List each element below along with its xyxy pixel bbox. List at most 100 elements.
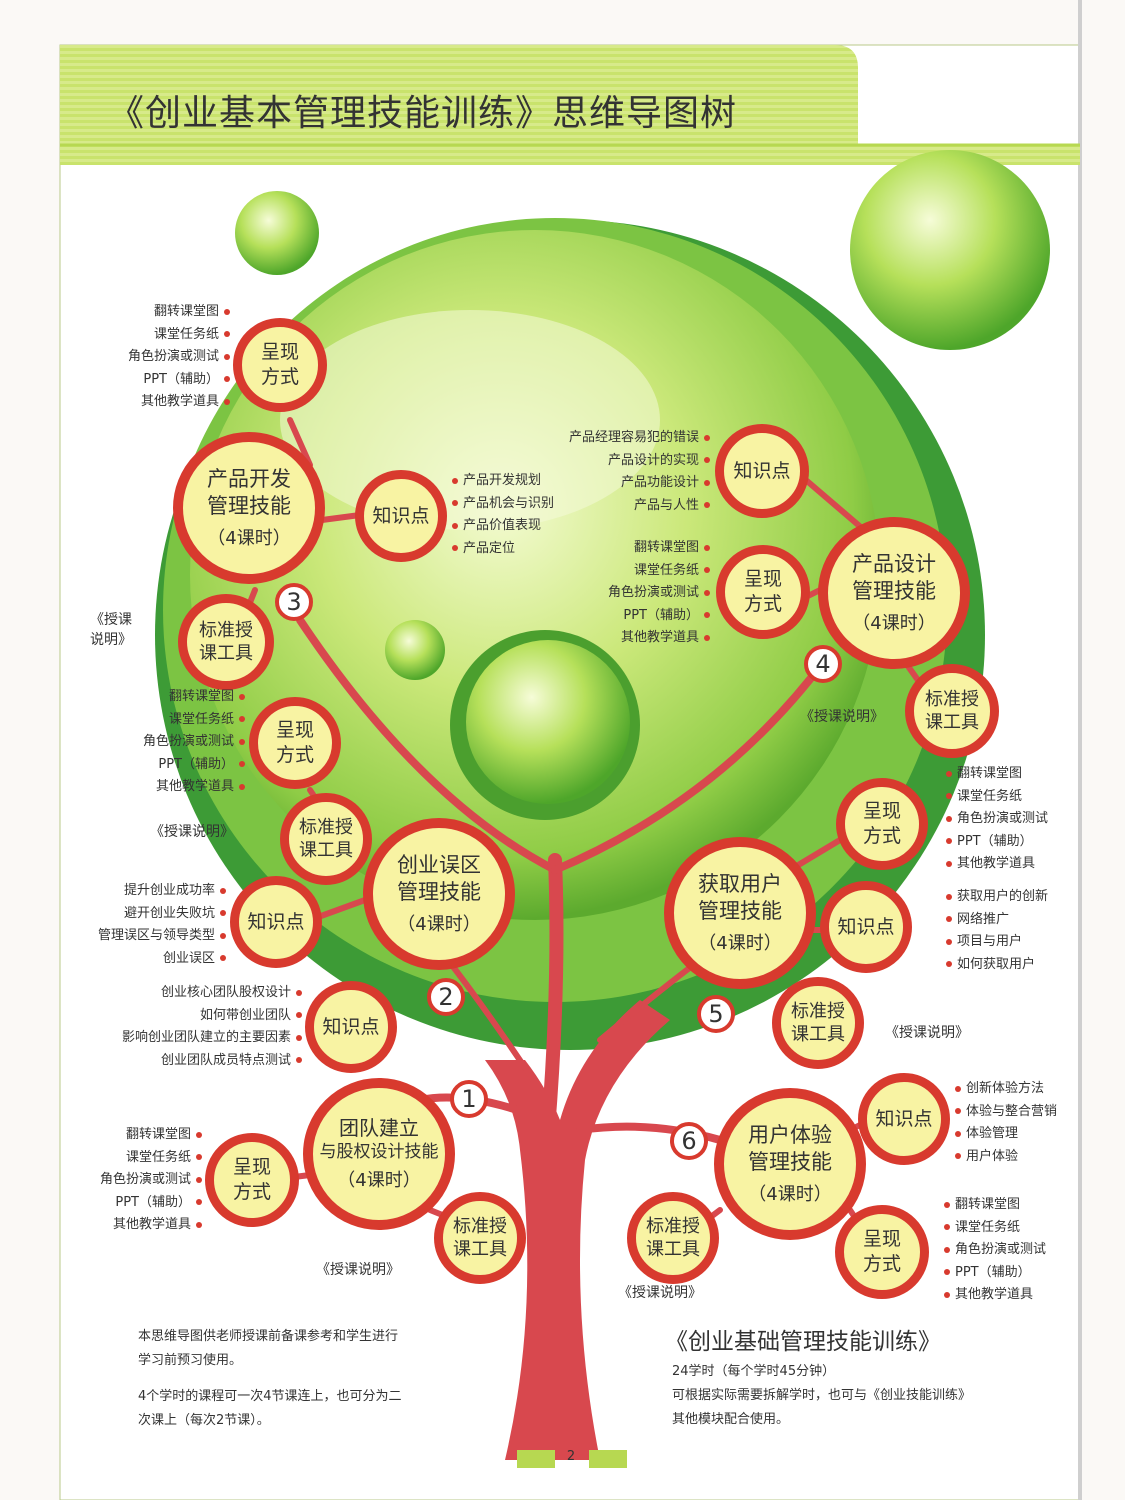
node-1-hours: （4课时） <box>337 1170 421 1192</box>
node-6-present[interactable]: 呈现 方式 <box>835 1205 929 1299</box>
node-1-present[interactable]: 呈现 方式 <box>205 1133 299 1227</box>
node-6-knowledge[interactable]: 知识点 <box>858 1073 950 1165</box>
present-label: 方式 <box>862 1253 901 1275</box>
node-2-present[interactable]: 呈现 方式 <box>249 697 341 789</box>
node-1-teach-note[interactable]: 《授课说明》 <box>316 1262 400 1278</box>
node-2-tool[interactable]: 标准授 课工具 <box>280 793 372 885</box>
node-5-hours: （4课时） <box>698 932 782 954</box>
teach-note-line: 说明》 <box>90 632 132 648</box>
list-item: 体验管理 <box>955 1123 1057 1146</box>
list-item: 获取用户的创新 <box>946 886 1048 909</box>
node-2-knowledge-list: 提升创业成功率 避开创业失败坑 管理误区与领导类型 创业误区 <box>60 880 226 970</box>
node-1-knowledge[interactable]: 知识点 <box>305 981 397 1073</box>
node-2-knowledge[interactable]: 知识点 <box>230 876 322 968</box>
note-line: 4个学时的课程可一次4节课连上，也可分为二 <box>138 1389 402 1404</box>
tool-label: 课工具 <box>453 1239 507 1260</box>
node-3-present-list: 翻转课堂图 课堂任务纸 角色扮演或测试 PPT（辅助） 其他教学道具 <box>70 301 230 414</box>
knowledge-label: 知识点 <box>733 459 791 482</box>
deco-ball <box>235 191 319 275</box>
list-item: 产品设计的实现 <box>500 450 710 473</box>
node-1-present-list: 翻转课堂图 课堂任务纸 角色扮演或测试 PPT（辅助） 其他教学道具 <box>62 1124 202 1237</box>
note-line: 可根据实际需要拆解学时，也可与《创业技能训练》 <box>672 1388 972 1403</box>
list-item: 创业团队成员特点测试 <box>62 1050 302 1073</box>
note-line: 本思维导图供老师授课前备课参考和学生进行 <box>138 1329 399 1344</box>
knowledge-label: 知识点 <box>372 504 430 527</box>
node-3-number: 3 <box>275 583 313 621</box>
node-3-tool[interactable]: 标准授 课工具 <box>178 594 274 690</box>
node-2-line1: 创业误区 <box>397 853 481 877</box>
node-2-present-list: 翻转课堂图 课堂任务纸 角色扮演或测试 PPT（辅助） 其他教学道具 <box>80 686 245 799</box>
list-item: 其他教学道具 <box>944 1284 1046 1307</box>
node-2-startup-pitfalls[interactable]: 创业误区 管理技能 （4课时） <box>363 818 515 970</box>
list-item: PPT（辅助） <box>62 1192 202 1215</box>
node-1-team-building[interactable]: 团队建立 与股权设计技能 （4课时） <box>303 1078 455 1230</box>
list-item: 角色扮演或测试 <box>80 731 245 754</box>
tool-label: 课工具 <box>791 1024 845 1045</box>
node-4-hours: （4课时） <box>852 612 936 634</box>
node-4-product-design[interactable]: 产品设计 管理技能 （4课时） <box>818 517 970 669</box>
node-3-line1: 产品开发 <box>207 467 291 491</box>
present-label: 方式 <box>232 1181 271 1203</box>
present-label: 呈现 <box>260 341 299 364</box>
node-6-tool[interactable]: 标准授 课工具 <box>627 1192 719 1284</box>
present-label: 方式 <box>275 744 314 766</box>
node-5-present[interactable]: 呈现 方式 <box>836 778 928 870</box>
tool-label: 课工具 <box>925 712 979 733</box>
list-item: 角色扮演或测试 <box>540 582 710 605</box>
node-6-line2: 管理技能 <box>748 1150 832 1175</box>
tool-label: 课工具 <box>299 840 353 861</box>
node-3-knowledge[interactable]: 知识点 <box>355 470 447 562</box>
node-4-tool[interactable]: 标准授 课工具 <box>905 664 999 758</box>
list-item: 其他教学道具 <box>62 1214 202 1237</box>
list-item: 翻转课堂图 <box>540 537 710 560</box>
right-note: 24学时（每个学时45分钟） 可根据实际需要拆解学时，也可与《创业技能训练》 其… <box>672 1360 971 1432</box>
list-item: PPT（辅助） <box>944 1262 1046 1285</box>
list-item: 翻转课堂图 <box>62 1124 202 1147</box>
list-item: 其他教学道具 <box>946 853 1048 876</box>
node-5-tool[interactable]: 标准授 课工具 <box>772 977 864 1069</box>
left-note: 本思维导图供老师授课前备课参考和学生进行 学习前预习使用。 4个学时的课程可一次… <box>138 1325 402 1433</box>
node-2-hours: （4课时） <box>397 913 481 935</box>
node-5-knowledge[interactable]: 知识点 <box>820 881 912 973</box>
node-3-present[interactable]: 呈现 方式 <box>233 318 327 412</box>
list-item: 课堂任务纸 <box>944 1217 1046 1240</box>
list-item: 用户体验 <box>955 1146 1057 1169</box>
list-item: PPT（辅助） <box>70 369 230 392</box>
list-item: 课堂任务纸 <box>70 324 230 347</box>
list-item: 网络推广 <box>946 909 1048 932</box>
list-item: 创业误区 <box>60 948 226 971</box>
tool-label: 标准授 <box>453 1215 507 1237</box>
list-item: 创新体验方法 <box>955 1078 1057 1101</box>
node-6-line1: 用户体验 <box>748 1123 832 1147</box>
node-3-line2: 管理技能 <box>207 494 291 519</box>
list-item: 课堂任务纸 <box>540 560 710 583</box>
node-4-line2: 管理技能 <box>852 579 936 604</box>
node-4-teach-note[interactable]: 《授课说明》 <box>800 709 884 725</box>
node-5-present-list: 翻转课堂图 课堂任务纸 角色扮演或测试 PPT（辅助） 其他教学道具 <box>946 763 1048 876</box>
node-4-knowledge[interactable]: 知识点 <box>715 424 809 518</box>
list-item: 项目与用户 <box>946 931 1048 954</box>
node-5-teach-note[interactable]: 《授课说明》 <box>885 1025 969 1041</box>
node-6-teach-note[interactable]: 《授课说明》 <box>618 1285 702 1301</box>
list-item: 其他教学道具 <box>540 627 710 650</box>
tool-label: 课工具 <box>646 1239 700 1260</box>
tool-label: 标准授 <box>299 816 353 838</box>
present-label: 呈现 <box>862 1228 901 1251</box>
node-5-acquire-users[interactable]: 获取用户 管理技能 （4课时） <box>664 837 816 989</box>
node-6-knowledge-list: 创新体验方法 体验与整合营销 体验管理 用户体验 <box>955 1078 1057 1168</box>
list-item: PPT（辅助） <box>540 605 710 628</box>
node-4-number: 4 <box>804 645 842 683</box>
node-3-teach-note[interactable]: 《授课 说明》 <box>90 610 132 650</box>
node-1-tool[interactable]: 标准授 课工具 <box>434 1192 526 1284</box>
node-2-teach-note[interactable]: 《授课说明》 <box>150 824 234 840</box>
node-3-product-development[interactable]: 产品开发 管理技能 （4课时） <box>173 432 325 584</box>
node-6-user-experience[interactable]: 用户体验 管理技能 （4课时） <box>714 1088 866 1240</box>
node-6-number: 6 <box>670 1122 708 1160</box>
list-item: 管理误区与领导类型 <box>60 925 226 948</box>
list-item: 角色扮演或测试 <box>944 1239 1046 1262</box>
list-item: 避开创业失败坑 <box>60 903 226 926</box>
node-4-present[interactable]: 呈现 方式 <box>716 545 810 639</box>
title-banner <box>60 45 1080 165</box>
node-2-number: 2 <box>427 978 465 1016</box>
